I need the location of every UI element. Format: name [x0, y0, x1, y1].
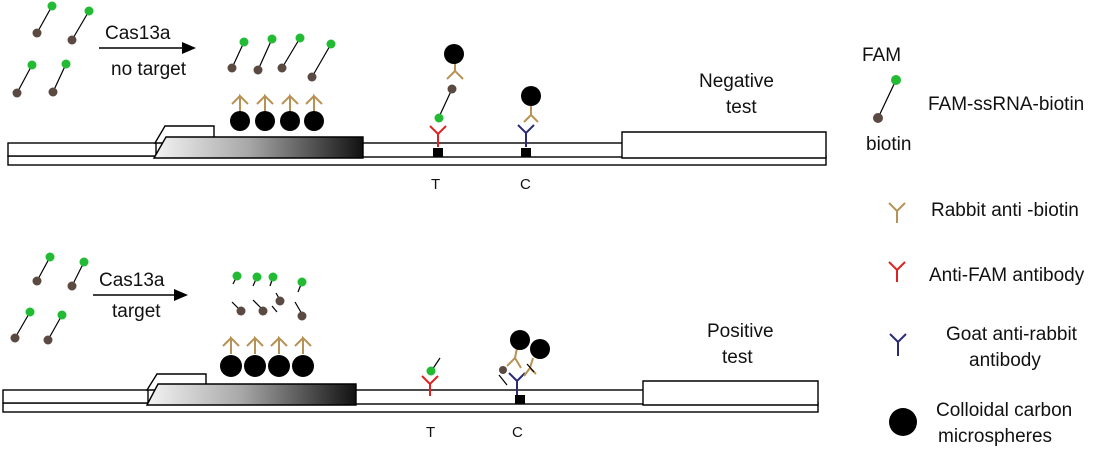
negative-result-line1: Negative	[699, 71, 774, 92]
legend: FAM FAM-ssRNA-biotin biotin Rabbit anti …	[862, 45, 1085, 447]
negative-test-line-label: T	[431, 176, 440, 193]
negative-arrow-top-label: Cas13a	[105, 23, 171, 44]
negative-arrow-bottom-label: no target	[111, 59, 187, 80]
legend-rabbit-anti-biotin-label: Rabbit anti -biotin	[931, 200, 1079, 221]
legend-fam-label: FAM	[862, 45, 901, 66]
legend-goat-anti-rabbit-icon	[889, 333, 907, 356]
negative-control-line-mark	[521, 148, 531, 157]
positive-reaction-arrow	[93, 289, 188, 301]
positive-arrow-top-label: Cas13a	[99, 270, 165, 291]
positive-strip	[2, 373, 819, 413]
positive-conjugate-microspheres	[220, 355, 314, 377]
negative-test-line-complex	[429, 44, 464, 147]
legend-colloidal-line2: microspheres	[938, 426, 1052, 447]
positive-conjugate-pad	[145, 383, 357, 406]
negative-conjugate-microspheres	[230, 111, 324, 131]
legend-goat-anti-rabbit-line1: Goat anti-rabbit	[946, 324, 1078, 345]
negative-reaction-arrow	[99, 42, 196, 54]
legend-carbon-microsphere-icon	[889, 408, 917, 436]
negative-conjugate-antibodies	[231, 93, 323, 112]
legend-goat-anti-rabbit-line2: antibody	[969, 350, 1041, 371]
negative-panel: Cas13a no target	[7, 1, 827, 193]
positive-panel: Cas13a target	[2, 252, 819, 441]
legend-anti-fam-label: Anti-FAM antibody	[929, 265, 1085, 286]
legend-colloidal-line1: Colloidal carbon	[936, 400, 1072, 421]
legend-biotin-label: biotin	[866, 134, 911, 155]
positive-arrow-bottom-label: target	[112, 301, 161, 322]
negative-test-line-mark	[433, 148, 443, 157]
positive-test-line-label: T	[426, 424, 435, 441]
positive-test-line-complex	[421, 357, 441, 396]
negative-input-reporters	[12, 1, 94, 98]
negative-result-line2: test	[726, 97, 757, 118]
legend-reporter-label: FAM-ssRNA-biotin	[928, 94, 1084, 115]
legend-rabbit-anti-biotin-icon	[888, 202, 906, 223]
legend-anti-fam-icon	[888, 261, 906, 282]
legend-reporter-icon	[873, 75, 901, 123]
negative-control-line-complex	[517, 86, 541, 147]
positive-control-line-label: C	[512, 424, 523, 441]
positive-control-line-mark	[515, 395, 525, 404]
positive-result-line2: test	[722, 347, 753, 368]
positive-cleaved-biotin-fragments	[231, 292, 307, 321]
positive-conjugate-antibodies	[222, 335, 312, 354]
negative-intact-reporters	[227, 33, 336, 82]
positive-result-line1: Positive	[707, 321, 774, 342]
negative-strip	[7, 125, 827, 166]
negative-conjugate-pad	[152, 136, 364, 159]
positive-input-reporters	[10, 252, 89, 345]
negative-control-line-label: C	[520, 176, 531, 193]
positive-control-line-complex	[498, 330, 550, 395]
positive-cleaved-fam-fragments	[232, 271, 307, 293]
